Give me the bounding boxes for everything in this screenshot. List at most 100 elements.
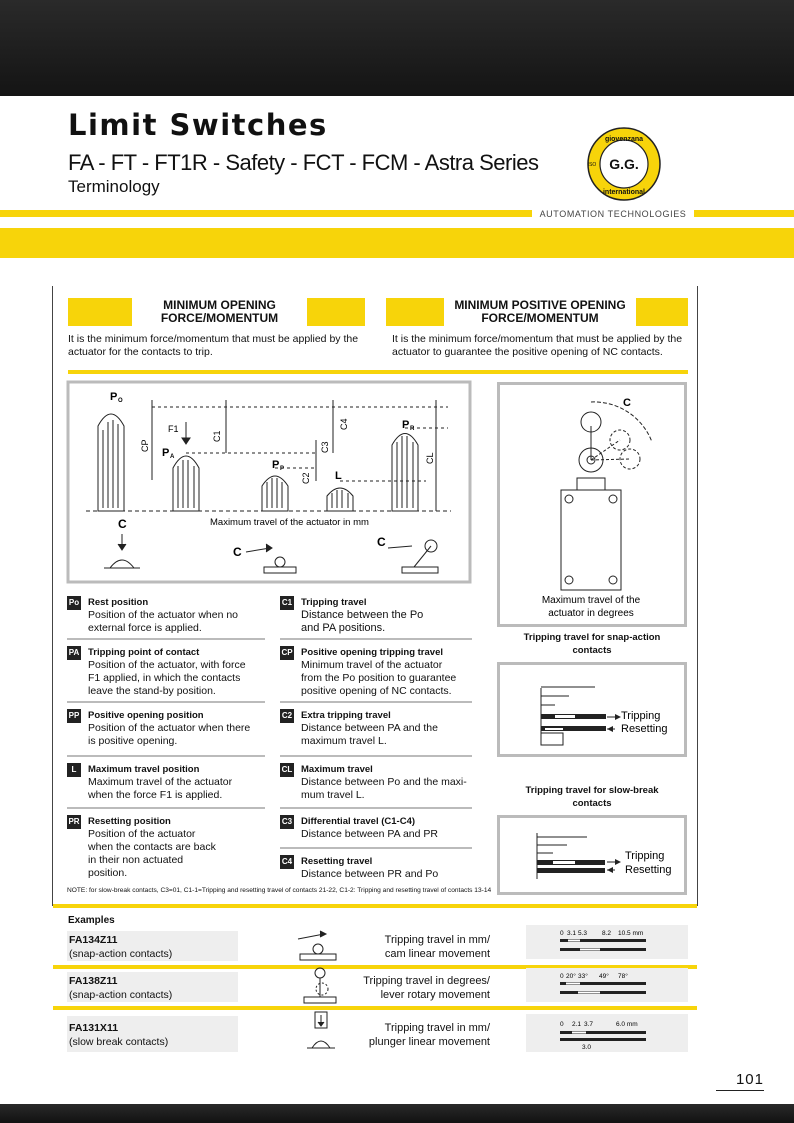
- header-band: [0, 0, 794, 96]
- definition-desc: Distance between PA and PR: [301, 828, 438, 841]
- yellow-tab: [636, 298, 688, 326]
- logo-center-text: G.G.: [609, 156, 639, 172]
- definition-badge: C4: [280, 855, 294, 869]
- definition-item: PR Resetting position Position of the ac…: [67, 809, 265, 889]
- definition-desc: Distance between PA and the maximum trav…: [301, 722, 438, 748]
- example-code: FA138Z11: [69, 975, 118, 987]
- terminology-diagram: P O P A P P P R L F1 C1 C2 C3 C4 CP CL M…: [66, 380, 472, 584]
- definition-item: PP Positive opening position Position of…: [67, 703, 265, 757]
- lever-switch-diagram: C Maximum travel of the actuator in degr…: [497, 382, 687, 627]
- separator: [280, 701, 472, 703]
- separator: [280, 638, 472, 640]
- snap-travel-title: Tripping travel for snap-action contacts: [523, 632, 661, 656]
- label-c-cam: C: [233, 545, 242, 559]
- definition-desc-line: position.: [88, 867, 128, 879]
- label-l: L: [335, 470, 342, 482]
- definition-desc-line: when the force F1 is applied.: [88, 789, 223, 801]
- definition-desc-line: Maximum travel of the actuator: [88, 776, 233, 788]
- slow-resetting-label: Resetting: [625, 864, 671, 876]
- scale-label: 20°: [566, 972, 576, 980]
- example-desc: Tripping travel in degrees/ lever rotary…: [340, 974, 490, 1002]
- lever-caption-line2: actuator in degrees: [548, 608, 634, 619]
- label-c-rotary: C: [623, 397, 631, 409]
- yellow-separator: [53, 1006, 697, 1010]
- lever-actuator-icon: [303, 967, 337, 1004]
- definition-desc-line: Position of the actuator when no: [88, 609, 239, 621]
- definition-badge: CP: [280, 646, 294, 660]
- label-c-lever: C: [377, 535, 386, 549]
- note-text: NOTE: for slow-break contacts, C3=01, C1…: [67, 887, 492, 894]
- example-desc: Tripping travel in mm/ plunger linear mo…: [340, 1021, 490, 1049]
- section-title-min-opening: MINIMUM OPENING FORCE/MOMENTUM: [132, 299, 307, 325]
- scale-label: 10.5 mm: [618, 930, 643, 937]
- footer-band: [0, 1104, 794, 1123]
- page-title: Limit Switches: [68, 108, 328, 142]
- definition-desc-line: mum travel L.: [301, 789, 365, 801]
- definition-desc-line: from the Po position to guarantee: [301, 672, 457, 684]
- yellow-tab: [307, 298, 365, 326]
- separator: [67, 755, 265, 757]
- definition-item: C4 Resetting travel Distance between PR …: [280, 849, 472, 889]
- label-pa-sub: A: [170, 454, 175, 460]
- scale-label: 3.7: [584, 1021, 593, 1028]
- lever-caption-line1: Maximum travel of the: [542, 595, 641, 606]
- example-label: FA131X11 (slow break contacts): [69, 1021, 168, 1049]
- definition-item: C3 Differential travel (C1-C4) Distance …: [280, 809, 472, 849]
- page-number: 101: [735, 1071, 764, 1088]
- yellow-tab: [68, 298, 132, 326]
- definition-desc-line: Distance between PA and PR: [301, 828, 438, 840]
- example-code-box: [67, 972, 238, 1002]
- definition-desc: Position of the actuator when there is p…: [88, 722, 250, 748]
- label-c1: C1: [212, 430, 222, 442]
- yellow-separator: [53, 904, 697, 908]
- definition-desc-line: Position of the actuator: [88, 828, 196, 840]
- scale-label: 49°: [599, 972, 609, 980]
- scale-label: 5.3: [578, 930, 587, 937]
- definition-desc-line: leave the stand-by position.: [88, 685, 216, 697]
- examples-heading: Examples: [68, 915, 115, 926]
- definition-item: C2 Extra tripping travel Distance betwee…: [280, 703, 472, 757]
- label-cl: CL: [425, 452, 435, 464]
- scale-label: 3.0: [582, 1044, 591, 1051]
- definition-item: CP Positive opening tripping travel Mini…: [280, 640, 472, 703]
- label-pr: P: [402, 419, 409, 431]
- definition-desc-line: F1 applied, in which the contacts: [88, 672, 241, 684]
- frame-right: [697, 286, 698, 906]
- cam-actuator-icon: [297, 930, 337, 961]
- label-cp: CP: [140, 439, 150, 452]
- slow-tripping-label: Tripping: [625, 850, 664, 862]
- logo-bottom-text: international: [603, 189, 645, 196]
- label-pp-sub: P: [280, 466, 284, 472]
- definition-desc-line: positive opening of NC contacts.: [301, 685, 452, 697]
- example-type: (snap-action contacts): [69, 948, 173, 960]
- definition-term: Extra tripping travel: [301, 710, 391, 721]
- example-label: FA134Z11 (snap-action contacts): [69, 933, 172, 961]
- example-travel-bars: 0 2.1 3.7 6.0 mm 3.0: [560, 1021, 646, 1051]
- definition-desc: Position of the actuator when the contac…: [88, 828, 216, 880]
- definition-desc-line: external force is applied.: [88, 622, 202, 634]
- snap-resetting-label: Resetting: [621, 723, 667, 735]
- example-travel-diagram: 0 20° 33° 49° 78°: [526, 968, 688, 1002]
- scale-label: 33°: [578, 972, 588, 980]
- scale-label: 8.2: [602, 930, 611, 937]
- definition-item: CL Maximum travel Distance between Po an…: [280, 757, 472, 809]
- scale-label: 0: [560, 973, 564, 980]
- definition-item: PA Tripping point of contact Position of…: [67, 640, 265, 703]
- label-c4: C4: [339, 418, 349, 430]
- snap-tripping-label: Tripping: [621, 710, 660, 722]
- label-pp: P: [272, 459, 279, 471]
- definition-badge: L: [67, 763, 81, 777]
- page-number-rule: [716, 1090, 764, 1091]
- slow-travel-diagram: Tripping Resetting: [497, 815, 687, 895]
- example-desc-line: cam linear movement: [384, 948, 490, 960]
- definition-term: Resetting travel: [301, 856, 373, 867]
- definitions-left: Po Rest position Position of the actuato…: [67, 595, 265, 889]
- definition-term: Maximum travel: [301, 764, 373, 775]
- definition-term: Differential travel (C1-C4): [301, 816, 416, 827]
- definition-desc: Position of the actuator when no externa…: [88, 609, 238, 635]
- label-c2: C2: [301, 472, 311, 484]
- min-opening-text: It is the minimum force/momentum that mu…: [68, 333, 359, 358]
- scale-label: 78°: [618, 972, 628, 980]
- diagram-caption: Maximum travel of the actuator in mm: [210, 517, 369, 528]
- definitions-right: C1 Tripping travel Distance between the …: [280, 595, 472, 889]
